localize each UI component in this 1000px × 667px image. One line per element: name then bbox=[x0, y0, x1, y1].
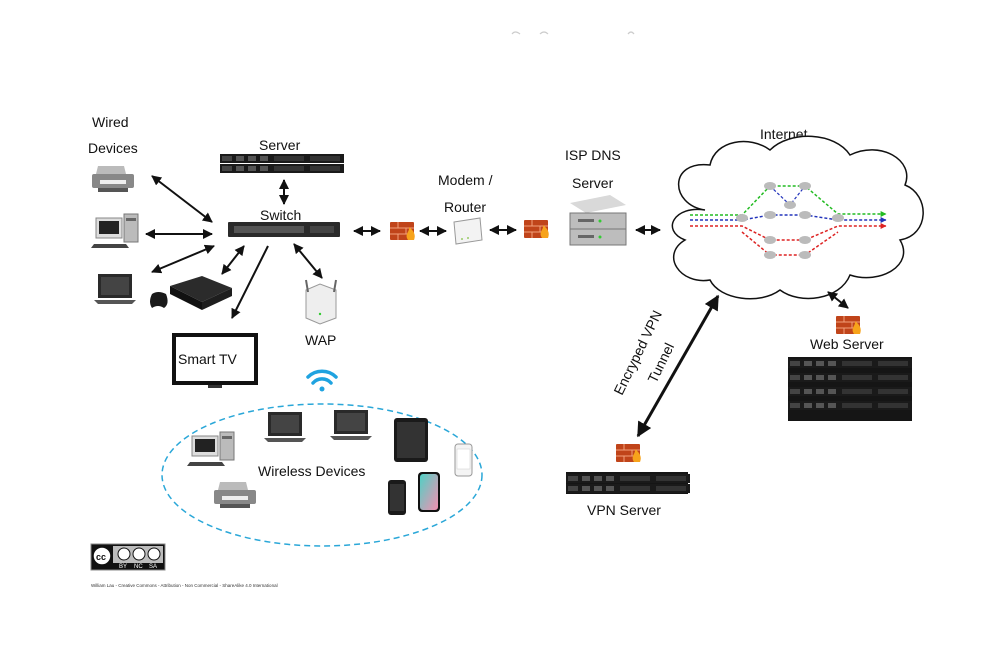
faded-title-fragment bbox=[511, 31, 635, 35]
printer-icon bbox=[214, 482, 256, 508]
smart-tv-label: Smart TV bbox=[178, 351, 238, 367]
printer-icon bbox=[92, 166, 134, 192]
wifi-icon bbox=[306, 369, 338, 392]
wap-icon bbox=[305, 279, 337, 325]
isp-dns-label-1: ISP DNS bbox=[565, 147, 621, 163]
vpn-server-icon bbox=[566, 472, 690, 494]
firewall-icon bbox=[389, 221, 416, 241]
wireless-devices-label: Wireless Devices bbox=[258, 463, 365, 479]
phone-icon bbox=[388, 480, 406, 515]
firewall-icon bbox=[615, 443, 642, 463]
modem-label-1: Modem / bbox=[438, 172, 493, 188]
phone-icon bbox=[418, 472, 440, 512]
vpn-server-label: VPN Server bbox=[587, 502, 661, 518]
wired-devices-label-2: Devices bbox=[88, 140, 138, 156]
game-console-icon bbox=[150, 276, 232, 310]
firewall-icon bbox=[835, 315, 862, 335]
modem-icon bbox=[453, 217, 483, 245]
web-server-label: Web Server bbox=[810, 336, 884, 352]
phone-icon bbox=[454, 443, 473, 477]
cc-by: BY bbox=[119, 564, 127, 570]
web-server-rack-icon bbox=[788, 357, 912, 421]
network-switch-icon bbox=[228, 222, 340, 237]
tv-icon bbox=[172, 333, 258, 388]
svg-text:cc: cc bbox=[96, 552, 106, 562]
tablet-icon bbox=[394, 418, 428, 462]
dns-server-icon bbox=[569, 195, 627, 246]
wap-label: WAP bbox=[305, 332, 336, 348]
isp-dns-label-2: Server bbox=[572, 175, 614, 191]
wired-devices-label-1: Wired bbox=[92, 114, 129, 130]
laptop-icon bbox=[330, 410, 372, 440]
server-label: Server bbox=[259, 137, 301, 153]
credit-line: William Lau - Creative Commons - Attribu… bbox=[91, 583, 278, 588]
modem-label-2: Router bbox=[444, 199, 486, 215]
cloud-icon bbox=[671, 135, 924, 300]
cc-sa: SA bbox=[149, 564, 157, 570]
laptop-icon bbox=[94, 274, 136, 304]
internet-routes bbox=[690, 182, 887, 259]
desktop-icon bbox=[90, 213, 139, 249]
rack-server-icon bbox=[220, 154, 344, 173]
desktop-icon bbox=[186, 431, 235, 467]
connections bbox=[145, 175, 849, 438]
wireless-area-ellipse bbox=[161, 403, 483, 547]
switch-label: Switch bbox=[260, 207, 301, 223]
cc-nc: NC bbox=[134, 564, 143, 570]
cc-license-icon: cc BY NC SA bbox=[90, 543, 166, 571]
laptop-icon bbox=[264, 412, 306, 442]
firewall-icon bbox=[523, 219, 550, 239]
